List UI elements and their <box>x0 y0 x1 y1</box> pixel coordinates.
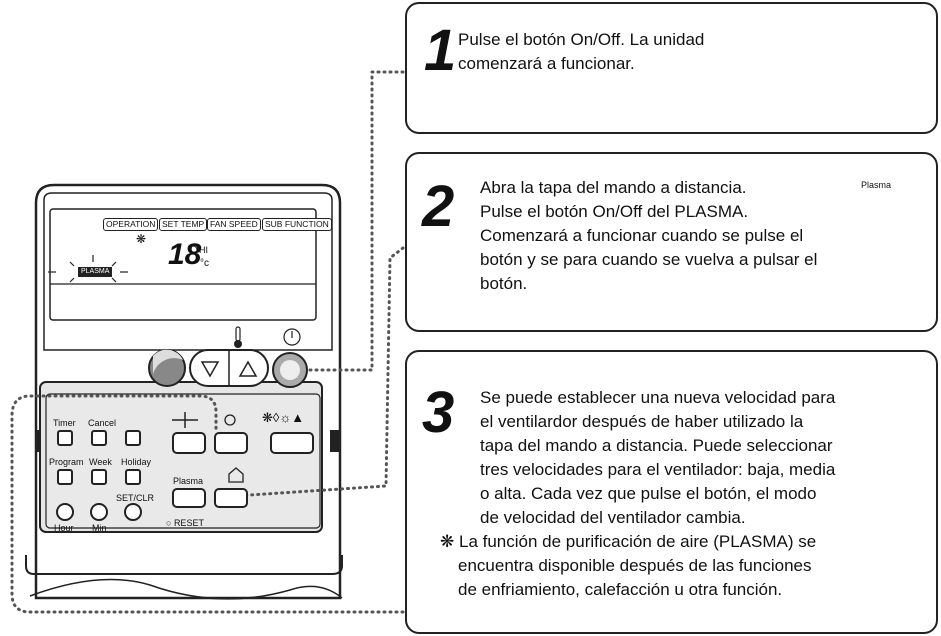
lcd-tag-set-temp: SET TEMP <box>159 218 208 231</box>
lcd-tag-sub-function: SUB FUNCTION <box>262 218 332 231</box>
note-symbol-icon: ❋ <box>440 532 455 551</box>
snowflake-icon: ❋ <box>136 232 147 246</box>
step-2-line: botón. <box>480 274 528 293</box>
step-1-number: 1 <box>424 18 457 83</box>
step-3-note-line: de enfriamiento, calefacción u otra func… <box>458 580 783 599</box>
step-1-box <box>405 2 938 134</box>
step-3-line: Se puede establecer una nueva velocidad … <box>480 388 836 407</box>
step-2-line: botón y se para cuando se vuelva a pulsa… <box>480 250 818 269</box>
zone-button[interactable] <box>214 488 248 508</box>
step-3-note-line: encuentra disponible después de las func… <box>458 556 812 575</box>
step-2-line: Comenzará a funcionar cuando se pulse el <box>480 226 804 245</box>
timer-button[interactable] <box>57 430 73 446</box>
step-2-button-label: Plasma <box>861 180 892 190</box>
step-3-line: tapa del mando a distancia. Puede selecc… <box>480 436 833 455</box>
step-1-line: comenzará a funcionar. <box>458 54 635 73</box>
display-button[interactable] <box>125 430 141 446</box>
program-label: Program <box>49 457 84 467</box>
cancel-label: Cancel <box>88 418 117 428</box>
step-3-number: 3 <box>422 380 455 445</box>
hour-label: Hour <box>54 523 74 533</box>
step-2-number: 2 <box>422 174 455 239</box>
swing-button[interactable] <box>172 432 206 454</box>
step-1-line: Pulse el botón On/Off. La unidad <box>458 30 705 49</box>
min-label: Min <box>92 523 107 533</box>
step-3-line: o alta. Cada vez que pulse el botón, el … <box>480 484 817 503</box>
lcd-unit: °c <box>200 258 209 269</box>
set-clr-button[interactable] <box>124 503 142 521</box>
lcd-plasma-label: PLASMA <box>78 267 113 277</box>
holiday-button[interactable] <box>125 469 141 485</box>
min-button[interactable] <box>90 503 108 521</box>
cancel-button[interactable] <box>91 430 107 446</box>
timer-label: Timer <box>53 418 76 428</box>
program-button[interactable] <box>57 469 73 485</box>
lcd-temperature: 18 <box>168 238 202 271</box>
step-3-line: de velocidad del ventilador cambia. <box>480 508 746 527</box>
holiday-label: Holiday <box>121 457 152 467</box>
step-3-note: ❋ La función de purificación de aire (PL… <box>440 530 870 602</box>
lcd-tag-operation: OPERATION <box>103 218 159 231</box>
step-2-text: Abra la tapa del mando a distancia. Puls… <box>480 176 850 296</box>
hour-button[interactable] <box>56 503 74 521</box>
step-2-line: Pulse el botón On/Off del PLASMA. <box>480 202 749 221</box>
lcd-tag-fan-speed: FAN SPEED <box>207 218 261 231</box>
step-2-box <box>405 152 938 332</box>
mode-button[interactable] <box>270 432 314 454</box>
step-3-line: el ventilardor después de haber utilizad… <box>480 412 804 431</box>
mode-icons: ❋◊☼▲ <box>262 410 305 425</box>
week-label: Week <box>89 457 112 467</box>
plasma-label: Plasma <box>173 476 204 486</box>
step-3-box <box>405 350 938 634</box>
step-3-line: tres velocidades para el ventilador: baj… <box>480 460 836 479</box>
plasma-button[interactable] <box>172 488 206 508</box>
step-3-text: Se puede establecer una nueva velocidad … <box>480 386 880 530</box>
reset-text: RESET <box>173 518 204 528</box>
week-button[interactable] <box>91 469 107 485</box>
step-3-note-line: ❋ La función de purificación de aire (PL… <box>440 530 870 554</box>
lcd-fan-indicator: HI <box>199 245 208 255</box>
set-clr-label: SET/CLR <box>116 493 155 503</box>
step-3-note-text: La función de purificación de aire (PLAS… <box>458 532 817 551</box>
fan-speed-button[interactable] <box>214 432 248 454</box>
reset-label: ○ RESET <box>166 518 204 528</box>
step-2-line: Abra la tapa del mando a distancia. <box>480 178 747 197</box>
step-1-text: Pulse el botón On/Off. La unidad comenza… <box>458 28 788 76</box>
